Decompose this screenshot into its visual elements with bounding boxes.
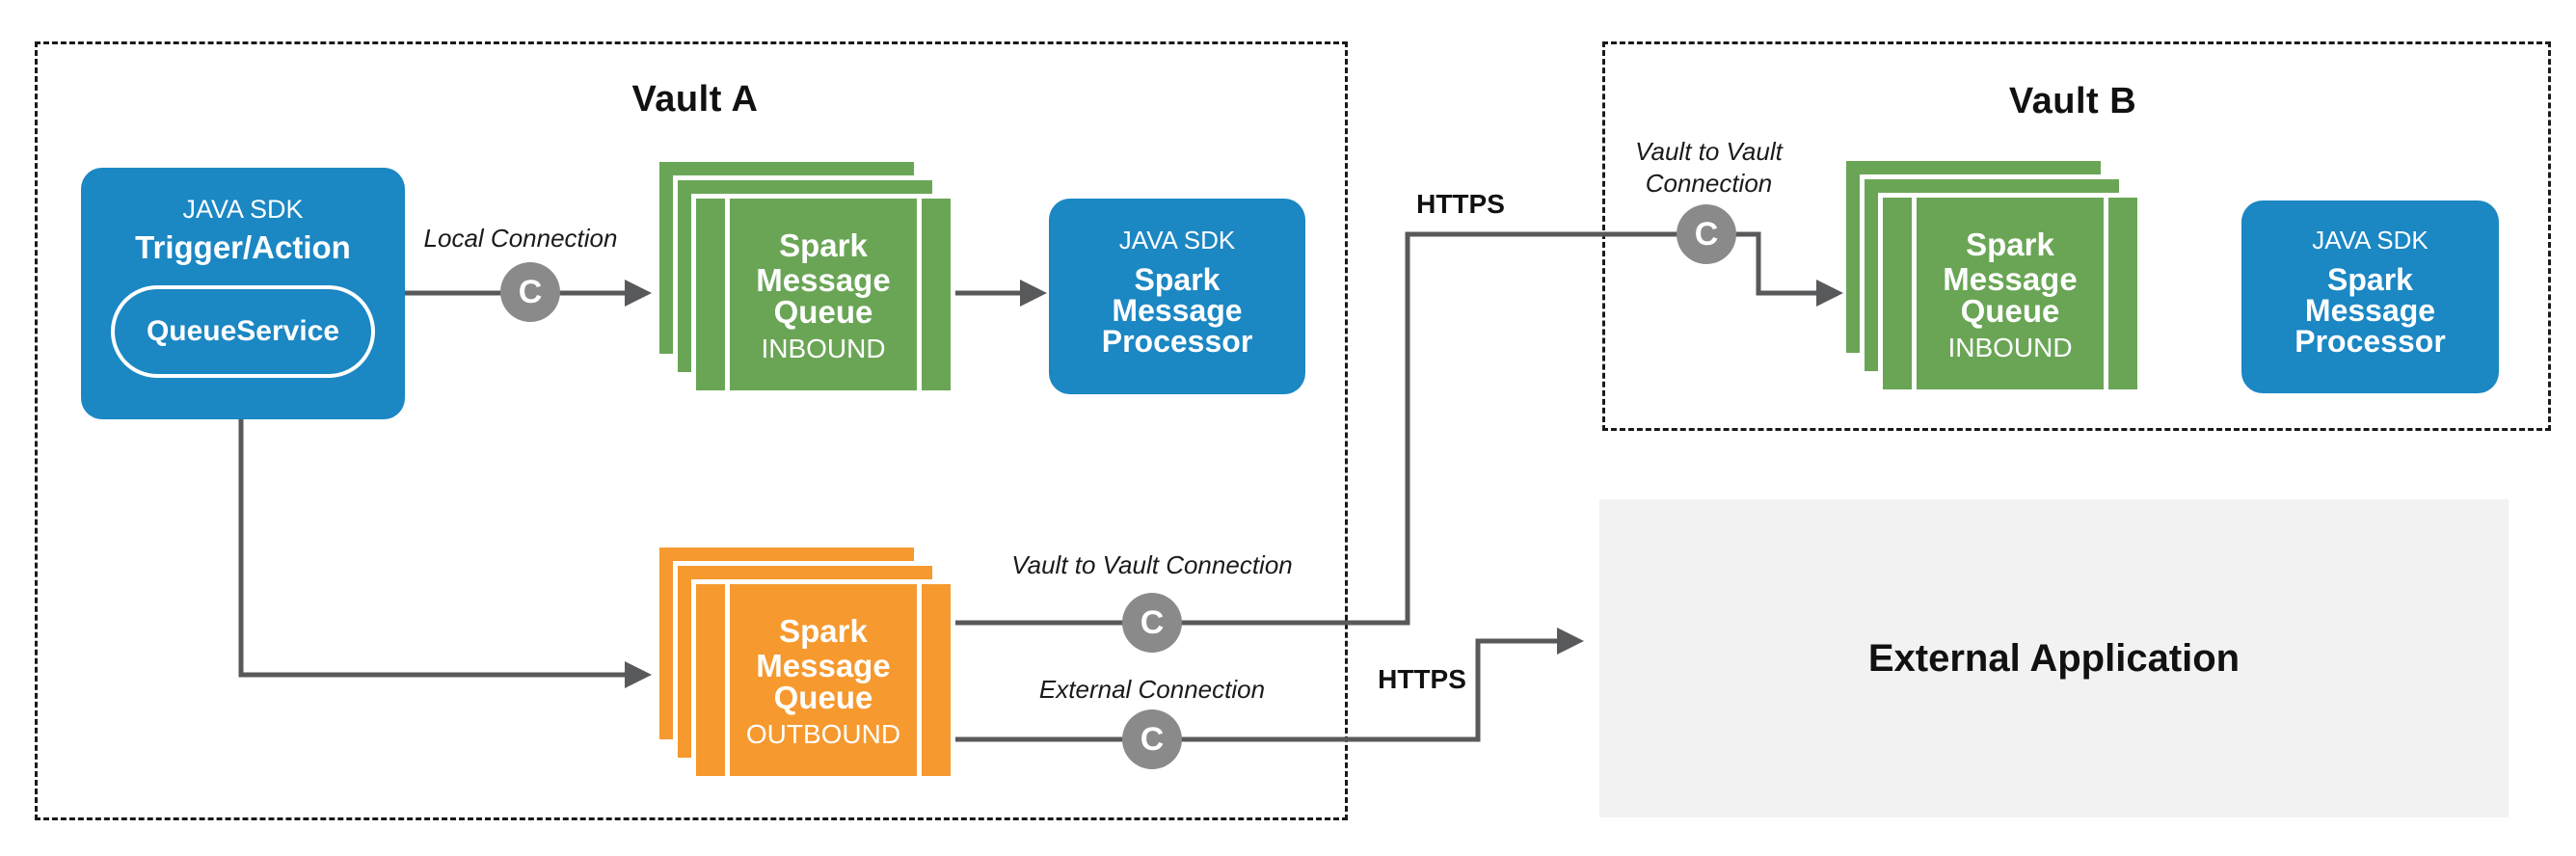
queue-service-label: QueueService bbox=[146, 315, 340, 347]
local-connection-label: Local Connection bbox=[423, 224, 618, 253]
inbound-queue-stack-a: Spark Message Queue INBOUND bbox=[659, 162, 951, 390]
inbound-queue-stack-b: Spark Message Queue INBOUND bbox=[1846, 161, 2137, 389]
vault-to-vault-label-line1: Vault to Vault bbox=[1635, 137, 1783, 166]
queue-label-line1: Spark bbox=[779, 227, 868, 263]
queue-card-stripe-left bbox=[725, 584, 730, 776]
trigger-to-outbound-arrowhead bbox=[625, 661, 652, 688]
queue-label-line3: Queue bbox=[773, 294, 873, 330]
outbound-queue-stack-a: Spark Message Queue OUTBOUND bbox=[659, 548, 951, 776]
spark-message-processor-node-a: JAVA SDK Spark Message Processor bbox=[1049, 199, 1305, 394]
queue-card-front: Spark Message Queue INBOUND bbox=[696, 199, 951, 390]
vault-a-boundary bbox=[35, 41, 1348, 820]
processor-label-line3-a: Processor bbox=[1101, 324, 1253, 359]
external-connection-line bbox=[953, 638, 1557, 742]
vault-a-title: Vault A bbox=[631, 79, 759, 120]
queue-direction-tag: INBOUND bbox=[761, 334, 886, 363]
external-application-title: External Application bbox=[1867, 636, 2241, 680]
processor-label-line2-b: Message bbox=[2304, 293, 2436, 328]
queue-direction-tag: INBOUND bbox=[1947, 333, 2073, 362]
queue-label-line2: Message bbox=[756, 648, 891, 683]
vault-to-vault-label-line2: Connection bbox=[1645, 169, 1773, 198]
spark-message-processor-node-b: JAVA SDK Spark Message Processor bbox=[2241, 201, 2499, 393]
queue-card-stripe-left bbox=[1912, 198, 1917, 389]
queue-card-stripe-right bbox=[917, 199, 922, 390]
queue-label-line3: Queue bbox=[1960, 293, 2060, 329]
trigger-action-node: JAVA SDK Trigger/Action QueueService bbox=[81, 168, 405, 419]
trigger-sdk-label: JAVA SDK bbox=[182, 195, 304, 224]
queue-label-line1: Spark bbox=[779, 613, 868, 649]
vault-to-vault-connection-label-b: Vault to Vault Connection bbox=[1591, 136, 1827, 200]
queue-service-oval: QueueService bbox=[111, 285, 375, 378]
trigger-action-label: Trigger/Action bbox=[135, 229, 351, 265]
external-connection-label: External Connection bbox=[1038, 675, 1266, 704]
queue-card-stripe-right bbox=[917, 584, 922, 776]
queue-card-front: Spark Message Queue INBOUND bbox=[1883, 198, 2137, 389]
queue-card-stripe-right bbox=[2104, 198, 2108, 389]
connector-badge-local: C bbox=[500, 262, 560, 322]
queue-label-line3: Queue bbox=[773, 680, 873, 715]
processor-label-line2-a: Message bbox=[1112, 293, 1243, 328]
vault-to-vault-connection-label-a: Vault to Vault Connection bbox=[1011, 550, 1293, 579]
connector-badge-vault-to-vault-b: C bbox=[1677, 204, 1736, 264]
inbound-to-processor-arrowhead-a bbox=[1020, 280, 1047, 307]
external-application-box: External Application bbox=[1599, 499, 2509, 817]
https-label-top: HTTPS bbox=[1416, 189, 1505, 219]
https-label-bottom: HTTPS bbox=[1378, 664, 1466, 694]
external-connection-arrowhead bbox=[1557, 628, 1584, 655]
processor-sdk-label-a: JAVA SDK bbox=[1118, 226, 1236, 254]
connector-badge-vault-to-vault-a: C bbox=[1122, 593, 1182, 653]
queue-card-stripe-left bbox=[725, 199, 730, 390]
queue-direction-tag: OUTBOUND bbox=[745, 719, 901, 749]
processor-label-line3-b: Processor bbox=[2294, 324, 2446, 359]
processor-sdk-label-b: JAVA SDK bbox=[2312, 226, 2428, 254]
trigger-to-outbound-line bbox=[238, 419, 625, 678]
queue-label-line1: Spark bbox=[1966, 227, 2054, 262]
queue-label-line2: Message bbox=[756, 262, 891, 298]
queue-card-front: Spark Message Queue OUTBOUND bbox=[696, 584, 951, 776]
local-connection-arrowhead bbox=[625, 280, 652, 307]
vault-to-vault-line bbox=[953, 231, 1816, 626]
processor-label-line1-a: Spark bbox=[1134, 262, 1221, 297]
vault-to-vault-arrowhead bbox=[1816, 280, 1843, 307]
vault-b-title: Vault B bbox=[2008, 81, 2137, 121]
queue-label-line2: Message bbox=[1943, 261, 2078, 297]
connector-badge-external: C bbox=[1122, 709, 1182, 769]
processor-label-line1-b: Spark bbox=[2327, 262, 2413, 297]
